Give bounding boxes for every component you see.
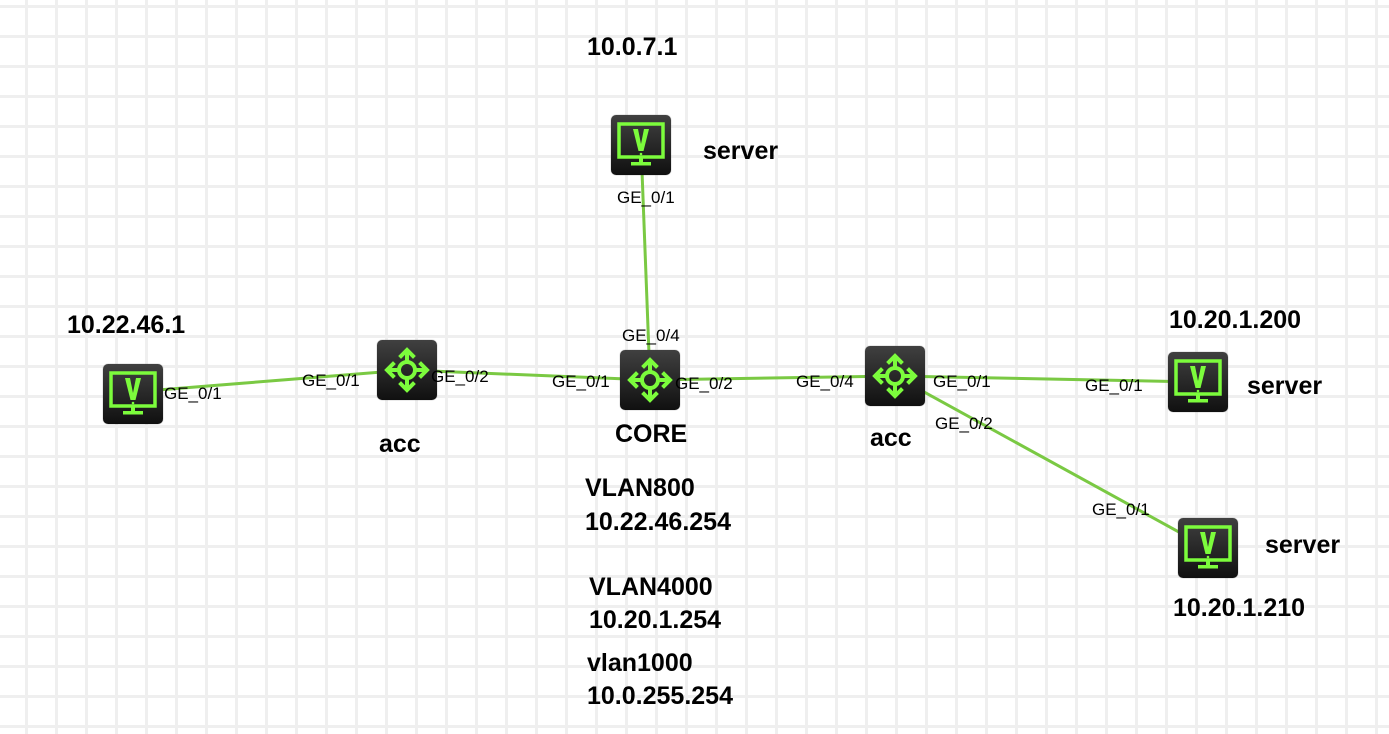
server-right1-ip: 10.20.1.200 xyxy=(1169,306,1302,334)
server-right2-ip: 10.20.1.210 xyxy=(1173,594,1306,622)
server-left-node[interactable] xyxy=(103,364,163,424)
core-vlan800-ip: 10.22.46.254 xyxy=(585,508,731,536)
port-label: GE_0/4 xyxy=(622,326,680,345)
server-monitor-icon xyxy=(1168,352,1228,412)
core-vlan1000-label: vlan1000 xyxy=(587,649,693,677)
acc-left-node[interactable] xyxy=(377,340,437,400)
server-right2-node[interactable] xyxy=(1178,518,1238,578)
link-acc-right-server-right1[interactable] xyxy=(894,374,1199,384)
server-right2-name: server xyxy=(1265,531,1341,559)
server-top-node[interactable] xyxy=(611,115,671,175)
core-node[interactable] xyxy=(620,350,680,410)
server-top-name: server xyxy=(703,137,779,165)
port-label: GE_0/1 xyxy=(552,372,610,391)
core-vlan4000-ip: 10.20.1.254 xyxy=(589,606,722,634)
port-label: GE_0/1 xyxy=(933,372,991,391)
core-name: CORE xyxy=(615,420,688,448)
port-label: GE_0/2 xyxy=(675,374,733,393)
port-label: GE_0/2 xyxy=(935,414,993,433)
link-server-top-core[interactable] xyxy=(639,144,652,381)
port-label: GE_0/1 xyxy=(1085,376,1143,395)
port-label: GE_0/2 xyxy=(431,367,489,386)
server-top-ip: 10.0.7.1 xyxy=(587,33,678,61)
link-server-left-acc-left[interactable] xyxy=(132,368,408,394)
server-right1-node[interactable] xyxy=(1168,352,1228,412)
server-left-ip: 10.22.46.1 xyxy=(67,311,186,339)
port-label: GE_0/1 xyxy=(617,188,675,207)
server-right1-name: server xyxy=(1247,372,1323,400)
core-vlan4000-label: VLAN4000 xyxy=(589,573,713,601)
link-acc-right-server-right2[interactable] xyxy=(894,374,1209,550)
port-label: GE_0/1 xyxy=(302,371,360,390)
server-monitor-icon xyxy=(611,115,671,175)
port-label: GE_0/1 xyxy=(164,384,222,403)
switch-arrows-icon xyxy=(620,350,680,410)
acc-left-name: acc xyxy=(379,430,421,458)
core-vlan1000-ip: 10.0.255.254 xyxy=(587,682,733,710)
link-acc-left-core[interactable] xyxy=(406,368,651,382)
acc-right-name: acc xyxy=(870,424,912,452)
link-core-acc-right[interactable] xyxy=(649,374,896,382)
switch-arrows-icon xyxy=(377,340,437,400)
port-label: GE_0/1 xyxy=(1092,500,1150,519)
switch-arrows-icon xyxy=(865,346,925,406)
port-label: GE_0/4 xyxy=(796,372,854,391)
server-monitor-icon xyxy=(1178,518,1238,578)
core-vlan800-label: VLAN800 xyxy=(585,474,695,502)
server-monitor-icon xyxy=(103,364,163,424)
acc-right-node[interactable] xyxy=(865,346,925,406)
